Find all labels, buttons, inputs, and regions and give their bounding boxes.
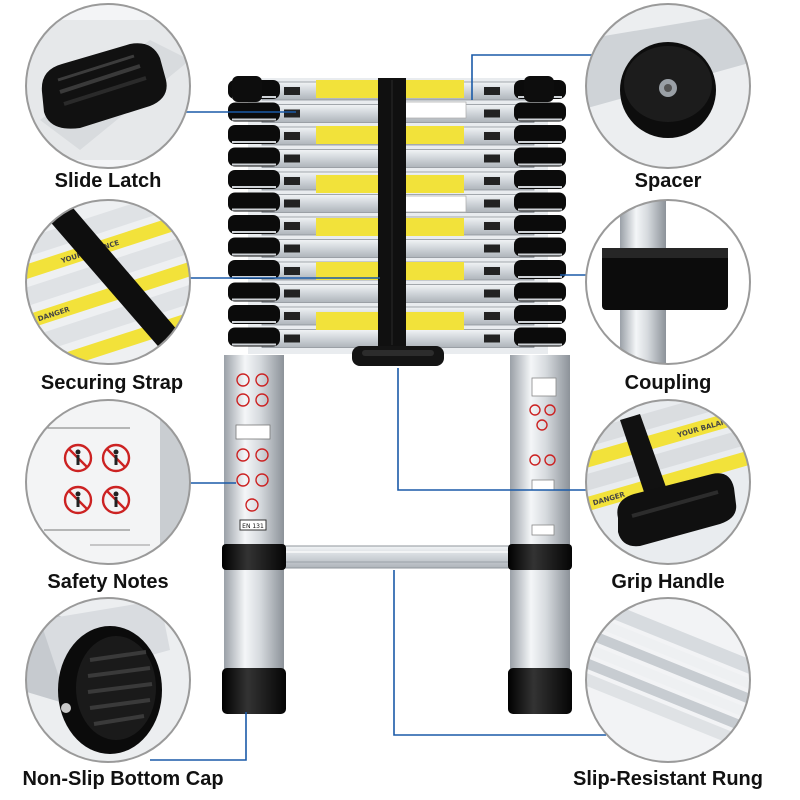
securing-strap-label: Securing Strap <box>40 372 184 394</box>
safety-notes-detail <box>25 399 191 565</box>
top-right-spacer <box>524 76 554 102</box>
slide-latch-slot <box>484 334 500 343</box>
section-coupling <box>514 192 566 212</box>
ladder: EN 131 <box>222 76 572 714</box>
section-coupling <box>514 282 566 302</box>
coupling-highlight <box>232 343 276 346</box>
coupling-highlight <box>518 118 562 121</box>
coupling-highlight <box>518 141 562 143</box>
section-coupling <box>514 327 566 347</box>
section-coupling <box>514 237 566 257</box>
slide-latch-slot <box>484 177 500 185</box>
slide-latch-label: Slide Latch <box>54 170 162 192</box>
coupling-highlight <box>232 231 276 233</box>
grip-handle-detail: YOUR BALANCE DANGER <box>585 399 751 565</box>
section-coupling <box>228 170 280 189</box>
slide-latch-slot <box>284 87 300 95</box>
slide-latch-slot <box>484 132 500 140</box>
coupling-highlight <box>232 118 276 121</box>
slide-latch-slot <box>484 87 500 95</box>
section-coupling <box>514 170 566 189</box>
en131-mark: EN 131 <box>242 523 264 530</box>
coupling-highlight <box>232 163 276 166</box>
section-coupling <box>514 305 566 324</box>
coupling-highlight <box>518 231 562 233</box>
non-slip-bottom-cap-label: Non-Slip Bottom Cap <box>22 768 224 790</box>
section-coupling <box>228 260 280 279</box>
left-rail-pictograms <box>236 373 269 512</box>
grip-handle-label: Grip Handle <box>611 571 725 593</box>
coupling-highlight <box>518 253 562 256</box>
section-coupling <box>228 282 280 302</box>
lower-left-coupling <box>222 544 286 570</box>
coupling-highlight <box>232 321 276 323</box>
slide-latch-slot <box>484 267 500 275</box>
spacer-label: Spacer <box>634 170 702 192</box>
slide-latch-slot <box>484 154 500 163</box>
coupling-highlight <box>232 298 276 301</box>
slide-latch-slot <box>484 244 500 253</box>
slide-latch-slot <box>284 334 300 343</box>
coupling-highlight <box>518 163 562 166</box>
section-coupling <box>514 102 566 122</box>
slide-latch-slot <box>484 312 500 320</box>
section-coupling <box>514 260 566 279</box>
slide-latch-detail <box>25 3 191 169</box>
slide-latch-slot <box>284 289 300 298</box>
coupling-highlight <box>518 321 562 323</box>
securing-strap-detail: YOUR BALANCE DANGER <box>25 199 191 365</box>
coupling-highlight <box>518 186 562 188</box>
bottom-cap-detail <box>25 597 191 763</box>
slide-latch-slot <box>284 312 300 320</box>
coupling-highlight <box>232 276 276 278</box>
slide-latch-slot <box>284 154 300 163</box>
slide-latch-slot <box>284 132 300 140</box>
slide-latch-slot <box>484 222 500 230</box>
top-left-spacer <box>232 76 262 102</box>
section-coupling <box>228 327 280 347</box>
leader-lines <box>150 54 606 761</box>
slide-latch-slot <box>284 199 300 208</box>
section-coupling <box>228 305 280 324</box>
section-coupling <box>228 147 280 167</box>
slide-latch-slot <box>284 267 300 275</box>
section-coupling <box>514 147 566 167</box>
slide-latch-slot <box>484 199 500 208</box>
slide-latch-slot <box>284 222 300 230</box>
coupling-label: Coupling <box>624 372 712 394</box>
spacer-detail <box>585 3 751 169</box>
section-coupling <box>514 215 566 234</box>
slip-resistant-rung-label: Slip-Resistant Rung <box>572 768 763 790</box>
section-coupling <box>228 192 280 212</box>
coupling-highlight <box>518 276 562 278</box>
section-coupling <box>228 125 280 144</box>
left-rail <box>224 355 284 675</box>
coupling-highlight <box>232 186 276 188</box>
right-rail <box>510 355 570 675</box>
coupling-highlight <box>232 208 276 211</box>
coupling-highlight <box>518 298 562 301</box>
slide-latch-slot <box>284 109 300 118</box>
coupling-highlight <box>518 208 562 211</box>
slide-latch-slot <box>484 289 500 298</box>
right-rail-pictograms <box>529 404 556 466</box>
left-bottom-cap <box>222 668 286 714</box>
lower-right-coupling <box>508 544 572 570</box>
slide-latch-slot <box>284 177 300 185</box>
coupling-highlight <box>518 343 562 346</box>
slide-latch-slot <box>484 109 500 118</box>
section-coupling <box>514 125 566 144</box>
section-coupling <box>228 215 280 234</box>
coupling-highlight <box>232 141 276 143</box>
section-coupling <box>228 237 280 257</box>
right-bottom-cap <box>508 668 572 714</box>
slide-latch-slot <box>284 244 300 253</box>
bottom-rung <box>281 545 513 569</box>
safety-notes-label: Safety Notes <box>47 571 169 593</box>
rung-detail <box>585 597 751 763</box>
coupling-detail <box>585 199 751 365</box>
coupling-highlight <box>232 253 276 256</box>
